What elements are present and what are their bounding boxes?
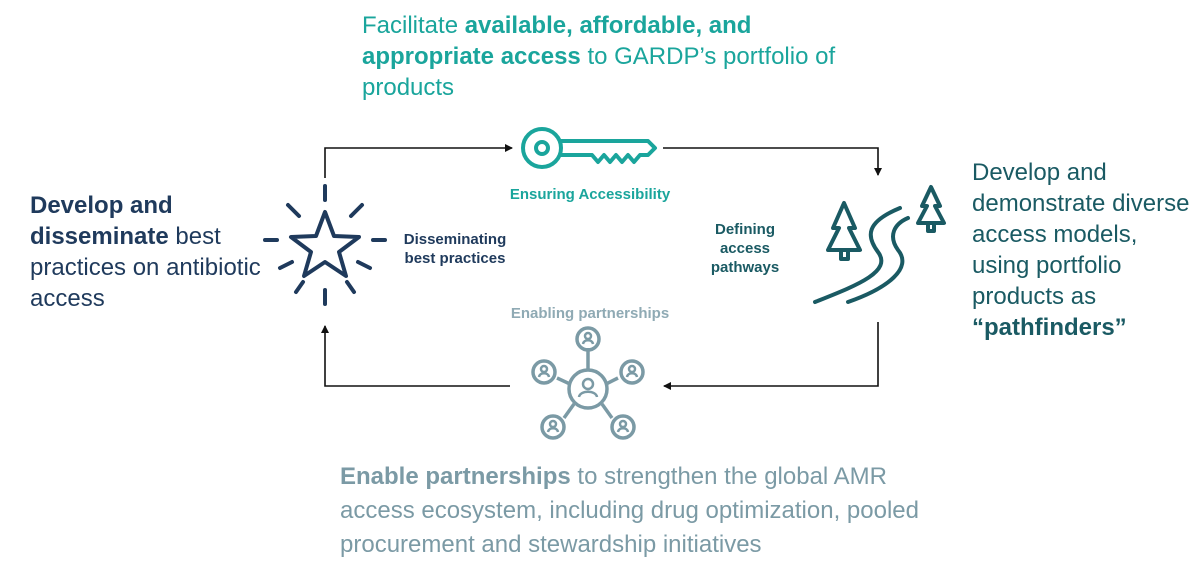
access-models-goal-text: Develop and demonstrate diverse access m… — [972, 157, 1192, 343]
arrow-star-to-key — [324, 144, 513, 178]
enabling-partnerships-label: Enabling partnerships — [510, 305, 670, 322]
best-practices-goal-tail: best practices on antibiotic access — [30, 223, 261, 312]
arrow-key-to-pathway — [663, 147, 882, 176]
partnerships-goal-tail: to strengthen the global AMR access ecos… — [340, 463, 919, 558]
access-goal-text: Facilitate available, affordable, and ap… — [362, 10, 882, 103]
best-practices-goal-text: Develop and disseminate best practices o… — [30, 190, 270, 314]
key-icon — [521, 127, 657, 169]
best-practices-goal-emphasis: Develop and disseminate — [30, 192, 173, 250]
access-goal-text-tail: to GARDP’s portfolio of products — [362, 43, 836, 101]
partner-network-icon — [531, 326, 645, 440]
access-goal-text-emphasis: available, affordable, and appropriate a… — [362, 12, 752, 70]
defining-access-pathways-label: Defining access pathways — [710, 221, 780, 276]
access-models-goal-lead: Develop and demonstrate diverse access m… — [972, 159, 1190, 310]
trees-road-icon — [813, 185, 946, 304]
arrow-network-to-star — [321, 325, 510, 387]
disseminating-best-practices-label: Disseminating best practices — [403, 231, 507, 267]
arrow-pathway-to-network — [663, 322, 879, 390]
ensuring-accessibility-label: Ensuring Accessibility — [509, 186, 671, 203]
partnerships-goal-text: Enable partnerships to strengthen the gl… — [340, 460, 960, 562]
access-goal-text-lead: Facilitate — [362, 12, 465, 39]
star-burst-icon — [263, 184, 387, 306]
partnerships-goal-emphasis: Enable partnerships — [340, 463, 571, 490]
access-models-goal-emphasis: “pathfinders” — [972, 314, 1127, 341]
